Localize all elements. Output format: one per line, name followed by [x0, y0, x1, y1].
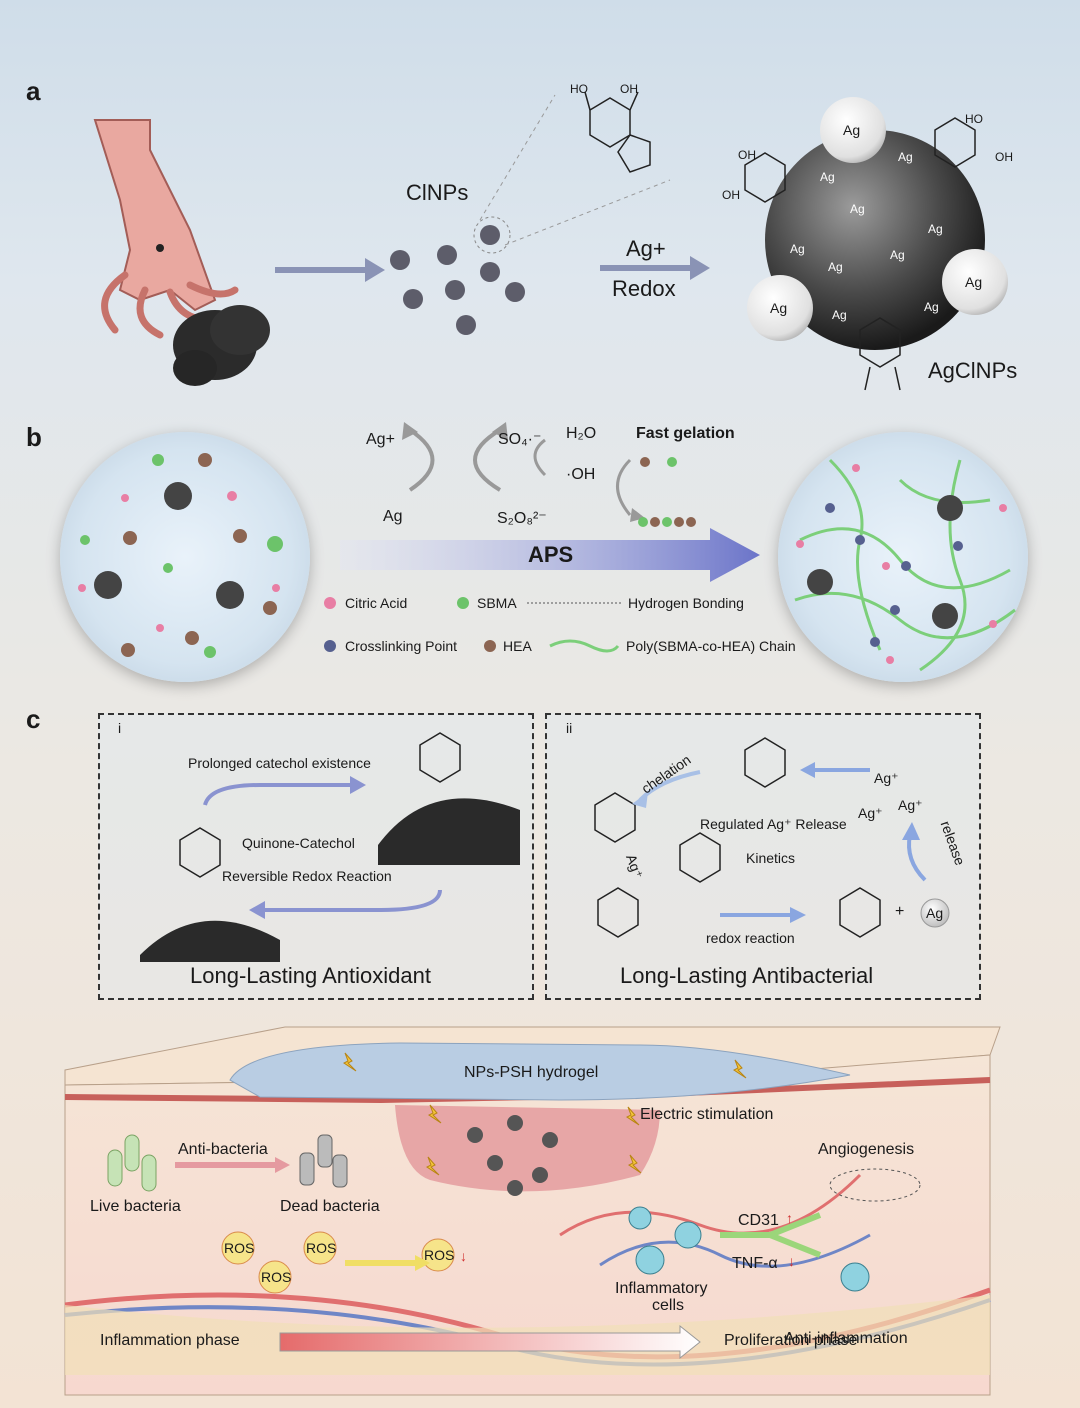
panel-c-mechanisms [140, 732, 950, 962]
tnf-down-arrow: ↓ [788, 1253, 795, 1269]
anti-inflammation-label: Anti-inflammation [784, 1330, 908, 1347]
b-oh: ·OH [566, 466, 596, 483]
catechol-oh-right: OH [620, 82, 638, 96]
right-circle-nodes [796, 464, 1007, 664]
c-i-prolonged: Prolonged catechol existence [188, 755, 371, 771]
ros-3: ROS [261, 1269, 292, 1285]
b-aps-label: APS [528, 542, 574, 567]
ag-plus-arrow-label: Ag+ [626, 236, 666, 261]
legend-sbma: SBMA [477, 595, 517, 611]
c-ii-numeral: ii [566, 720, 573, 736]
catechol-oh-left: HO [570, 82, 588, 96]
hydrogel-label: NPs-PSH hydrogel [464, 1064, 599, 1081]
c-ii-redox: redox reaction [706, 930, 795, 946]
cd31-up-arrow: ↑ [786, 1210, 793, 1226]
monomer-solution-circle [60, 432, 310, 682]
ag-small-2: Ag [850, 202, 865, 216]
left-circle-molecules [78, 453, 283, 658]
legend-hea: HEA [503, 638, 532, 654]
c-ii-ag-plus-1: Ag⁺ [874, 770, 899, 786]
catechol-molecule [584, 91, 651, 173]
hydrogel-layer [229, 1042, 851, 1101]
c-i-quinone: Quinone-Catechol [242, 835, 355, 851]
agcinps-label: AgClNPs [928, 358, 1018, 383]
inflammation-phase-label: Inflammation phase [100, 1332, 240, 1349]
ag-small-1: Ag [820, 170, 835, 184]
dead-bacteria-label: Dead bacteria [280, 1198, 380, 1215]
legend-chain: Poly(SBMA-co-HEA) Chain [626, 638, 796, 654]
b-s2o8: S₂O₈²⁻ [497, 510, 547, 527]
angiogenesis-label: Angiogenesis [818, 1141, 915, 1158]
sphere-oh-2: OH [722, 188, 740, 202]
c-ii-ag: Ag [926, 905, 944, 921]
c-ii-ag-plus-3: Ag⁺ [858, 805, 883, 821]
ros-1: ROS [224, 1240, 255, 1256]
legend-hydrogen-bonding: Hydrogen Bonding [628, 595, 744, 611]
aps-arrow [340, 528, 760, 582]
panel-b-graphics [78, 422, 1016, 672]
squid-icon [93, 119, 239, 339]
b-fast-gelation: Fast gelation [636, 425, 735, 442]
ag-small-3: Ag [928, 222, 943, 236]
panel-a-letter: a [26, 76, 41, 106]
c-ii-plus: + [895, 903, 905, 920]
legend-crosslinking-point: Crosslinking Point [345, 638, 458, 654]
cd31-label: CD31 [738, 1212, 779, 1229]
proliferation-phase-label: Proliferation phase [724, 1332, 858, 1349]
ag-bead-right: Ag [965, 274, 983, 290]
ink-blob [173, 305, 270, 386]
c-i-numeral: i [118, 720, 122, 736]
sphere-oh-1: OH [738, 148, 756, 162]
redox-arrow-label: Redox [612, 276, 676, 301]
panel-b-letter: b [26, 422, 42, 452]
ag-small-7: Ag [924, 300, 939, 314]
ag-small-9: Ag [898, 150, 913, 164]
sphere-oh-3: HO [965, 112, 983, 126]
panel-c-letter: c [26, 704, 41, 734]
prolonged-arrow [203, 783, 350, 806]
anti-bacteria-label: Anti-bacteria [178, 1141, 268, 1158]
c-ii-ag-plus-2: Ag⁺ [898, 797, 923, 813]
ag-small-4: Ag [828, 260, 843, 274]
tnf-label: TNF-α [732, 1255, 778, 1272]
ag-small-5: Ag [890, 248, 905, 262]
live-bacteria-label: Live bacteria [90, 1198, 181, 1215]
hydrogel-network-circle [778, 432, 1028, 682]
ag-bead-top: Ag [843, 122, 861, 138]
ros-down-arrow: ↓ [460, 1248, 467, 1264]
antibacterial-box [545, 713, 981, 1000]
ag-small-6: Ag [790, 242, 805, 256]
b-ag-plus: Ag+ [366, 431, 395, 448]
c-ii-regulated: Regulated Ag⁺ Release [700, 816, 847, 832]
ag-bead-left: Ag [770, 300, 788, 316]
ag-bead-ii [920, 898, 950, 928]
agcinp-sphere [765, 130, 985, 350]
b-h2o: H₂O [566, 425, 597, 442]
c-ii-kinetics: Kinetics [746, 850, 796, 866]
cinps-label: ClNPs [406, 180, 469, 205]
sphere-catechols [744, 117, 976, 391]
cells-label: cells [652, 1297, 685, 1314]
release-arrow [907, 834, 927, 882]
b-ag: Ag [383, 508, 403, 525]
c-i-title: Long-Lasting Antioxidant [190, 963, 431, 988]
reverse-arrow [265, 889, 442, 912]
cinps-particles [390, 94, 671, 335]
panel-a-graphics [93, 91, 1008, 391]
c-i-reversible: Reversible Redox Reaction [222, 868, 392, 884]
sphere-oh-4: OH [995, 150, 1013, 164]
ros-4: ROS [424, 1247, 455, 1263]
ag-redox-cycle-arrow [408, 428, 435, 492]
ros-2: ROS [306, 1240, 337, 1256]
inflammatory-label: Inflammatory [615, 1280, 708, 1297]
electric-label: Electric stimulation [640, 1106, 774, 1123]
ag-small-8: Ag [832, 308, 847, 322]
c-ii-title: Long-Lasting Antibacterial [620, 963, 874, 988]
b-so4: SO₄·⁻ [498, 431, 542, 448]
wound-tissue-block [64, 1026, 1001, 1396]
legend-citric-acid: Citric Acid [345, 595, 408, 611]
